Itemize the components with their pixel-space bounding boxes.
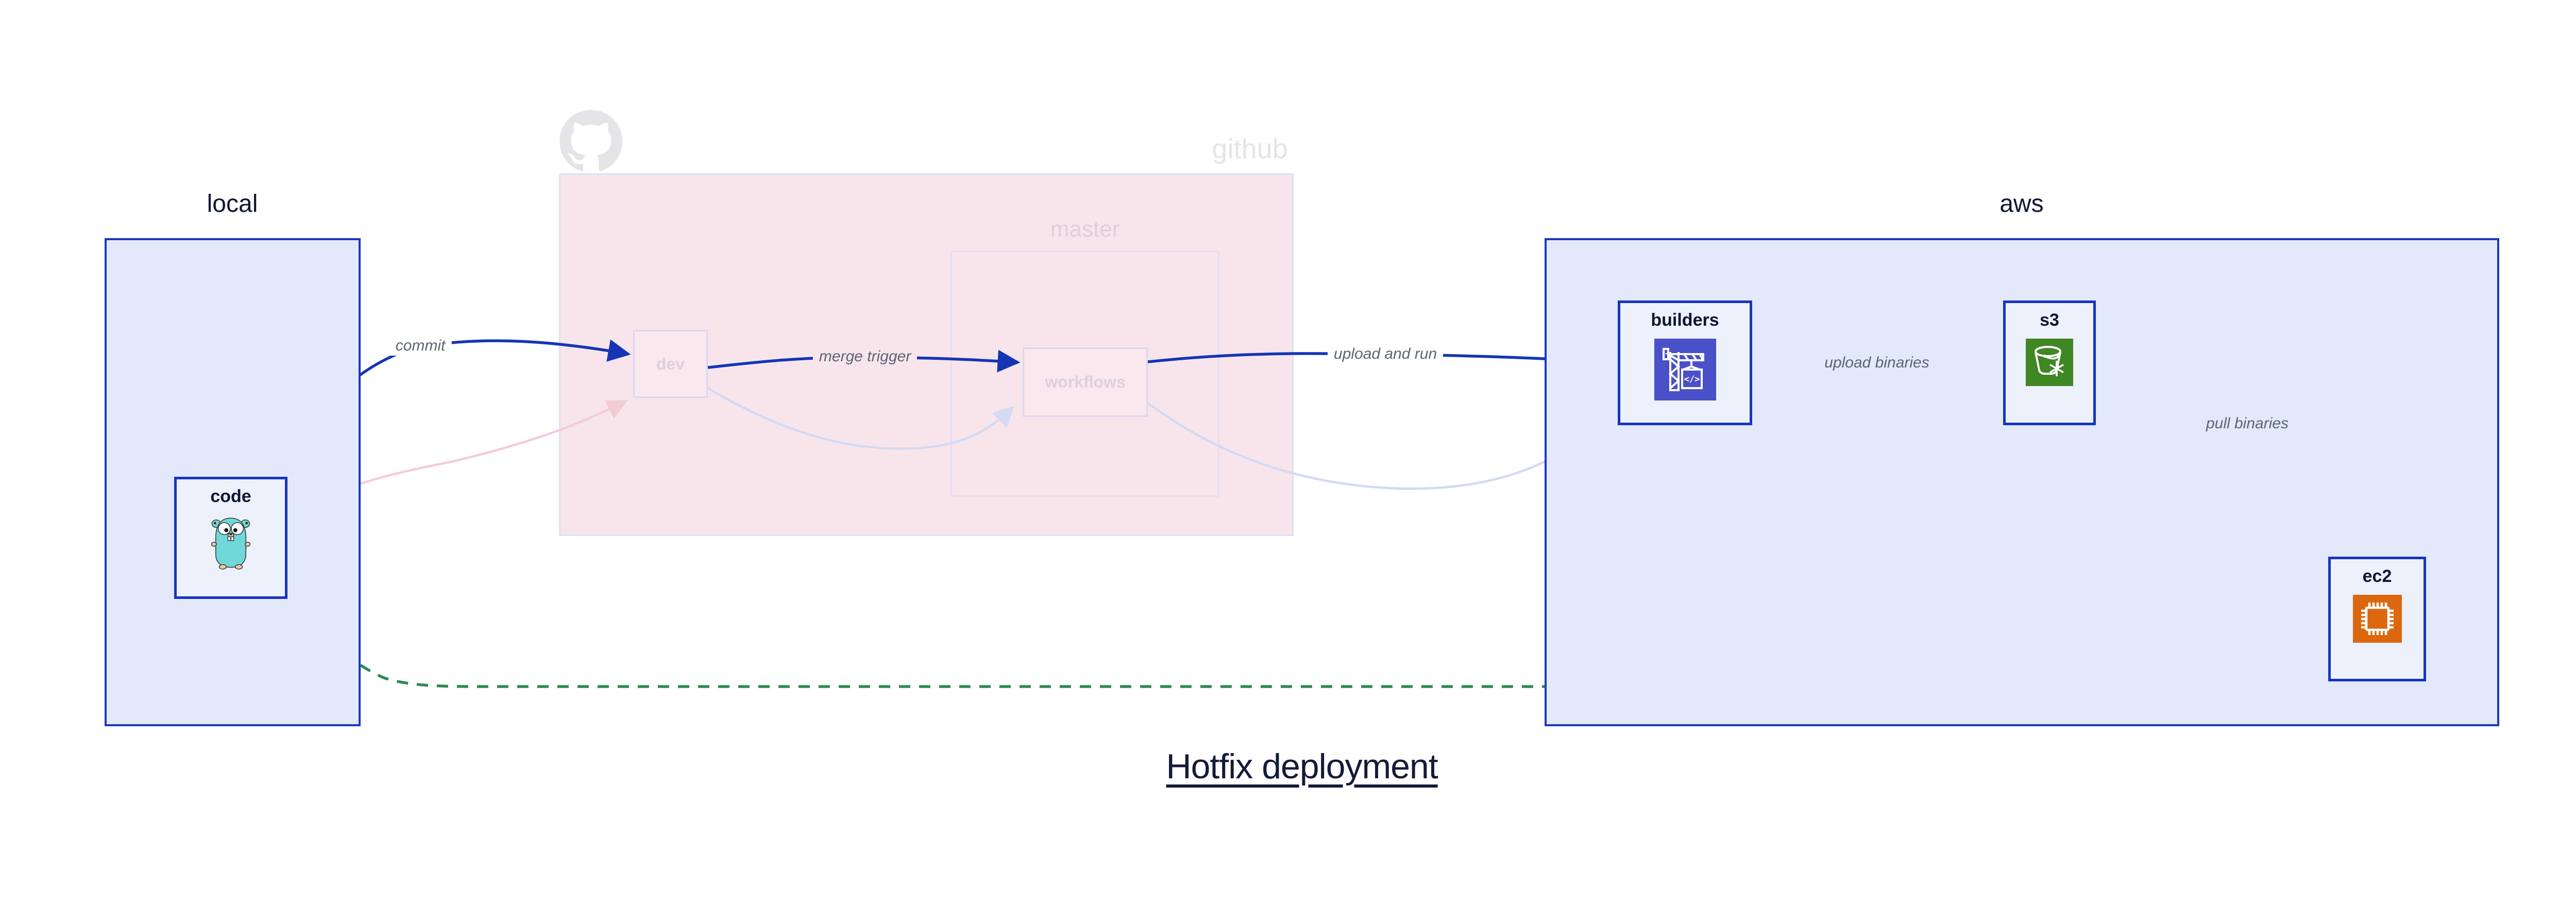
merge-trigger-arrow-label: merge trigger — [812, 347, 918, 366]
code-glyph: </> — [1684, 374, 1700, 385]
aws-ec2-chip-icon — [2352, 595, 2402, 643]
node-ec2-label: ec2 — [2362, 566, 2392, 586]
master-branch-label: master — [1050, 216, 1120, 242]
diagram-title: Hotfix deployment — [1166, 747, 1438, 786]
aws-s3-bucket-icon — [2026, 339, 2073, 386]
node-s3: s3 — [2003, 300, 2096, 425]
node-builders: builders </> — [1618, 300, 1752, 425]
node-builders-label: builders — [1651, 310, 1719, 330]
commit-arrow-label: commit — [389, 336, 452, 356]
go-gopher-icon — [211, 517, 250, 570]
node-code-label: code — [210, 487, 251, 506]
node-ec2: ec2 — [2328, 557, 2426, 681]
github-octocat-icon — [560, 110, 622, 171]
node-code: code — [174, 477, 287, 599]
node-s3-label: s3 — [2040, 310, 2059, 330]
node-workflows-label: workflows — [1045, 373, 1126, 391]
local-group-label: local — [207, 190, 258, 218]
node-dev-label: dev — [656, 354, 685, 373]
pull-binaries-arrow-label: pull binaries — [2199, 414, 2295, 433]
node-workflows: workflows — [1023, 347, 1148, 417]
master-branch-box — [951, 250, 1219, 497]
upload-and-run-arrow-label: upload and run — [1327, 344, 1444, 364]
aws-codebuild-icon: </> — [1654, 339, 1716, 400]
aws-group-label: aws — [1999, 190, 2044, 218]
upload-binaries-arrow-label: upload binaries — [1818, 353, 1936, 373]
github-group-label: github — [1212, 133, 1288, 164]
node-dev: dev — [633, 330, 708, 398]
